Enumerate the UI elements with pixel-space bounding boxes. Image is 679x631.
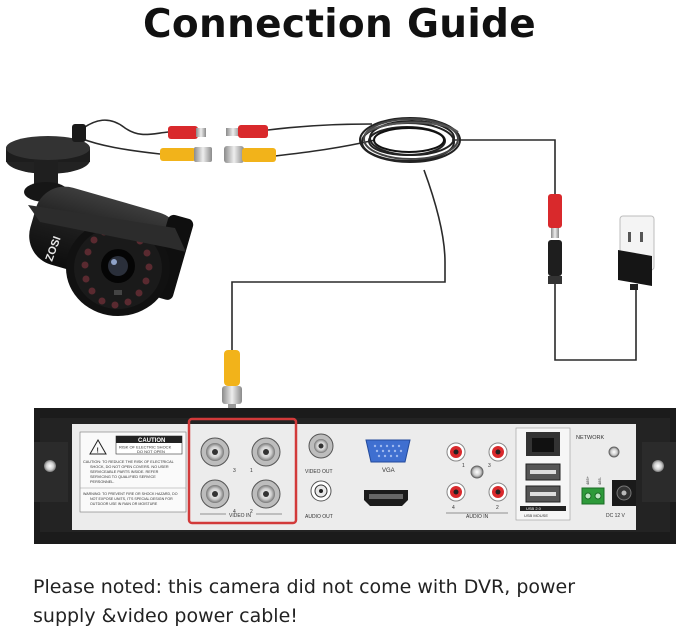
- video-in-label: VIDEO IN: [229, 513, 251, 519]
- channel-label-3: 3: [233, 468, 236, 474]
- page-title: Connection Guide: [143, 2, 536, 47]
- audio-in-port-2: [488, 482, 508, 502]
- video-in-port-2: [251, 479, 281, 509]
- power-adapter: [618, 250, 652, 290]
- channel-label-4: 4: [233, 509, 236, 515]
- camera-power-connector: [168, 126, 206, 139]
- video-out-port: [308, 433, 334, 459]
- audio-label-1: 1: [462, 463, 465, 469]
- video-out-label: VIDEO OUT: [305, 469, 333, 475]
- audio-center-screw: [470, 465, 484, 479]
- note-line-1: Please noted: this camera did not come w…: [33, 576, 576, 598]
- rs485-label-b: 485-: [597, 476, 602, 485]
- dvr-recorder: ! CAUTION RISK OF ELECTRIC SHOCK DO NOT …: [34, 408, 676, 544]
- caution-text-5: PERSONNEL.: [90, 480, 114, 484]
- hdmi-port: [364, 490, 408, 506]
- power-plug: [548, 194, 562, 284]
- audio-label-2: 2: [496, 505, 499, 511]
- ground-screw: [608, 446, 620, 458]
- channel-label-1: 1: [250, 468, 253, 474]
- warning-text-2: NOT EXPOSE UNITS, IT'S SPECIAL DESIGN FO…: [90, 497, 173, 501]
- dc-power-jack: [612, 480, 636, 506]
- bnc-plug-to-dvr: [222, 350, 242, 412]
- caution-text-4: SERVICING TO QUALIFIED SERVICE: [90, 475, 156, 479]
- caution-sub1: RISK OF ELECTRIC SHOCK: [119, 445, 172, 450]
- extension-power-plug: [226, 125, 268, 138]
- cable-to-power-plug: [452, 139, 556, 194]
- vga-port: [365, 439, 411, 463]
- network-usb-block: USB 2.0 USB MOUSE: [515, 427, 571, 521]
- audio-in-label: AUDIO IN: [466, 514, 489, 520]
- rs485-terminal: [581, 487, 605, 505]
- network-label: NETWORK: [576, 435, 604, 441]
- screw-right: [652, 460, 664, 472]
- rs485-label-a: 485+: [585, 475, 590, 485]
- screw-left: [44, 460, 56, 472]
- audio-in-port-4: [446, 482, 466, 502]
- audio-label-4: 4: [452, 505, 455, 511]
- caution-text-3: SERVICEABLE PARTS INSIDE. REFER: [90, 470, 159, 474]
- note-line-2: supply &video power cable!: [33, 605, 298, 627]
- video-in-port-3: [200, 437, 230, 467]
- camera-pigtail-cable: [77, 119, 169, 136]
- camera-video-connector: [160, 147, 212, 162]
- bullet-camera: ZOSI: [6, 124, 194, 316]
- adapter-cable: [554, 280, 637, 361]
- audio-in-port-3: [488, 442, 508, 462]
- dc-label: DC 12 V: [606, 513, 626, 519]
- camera-pigtail-cable-2: [79, 137, 161, 155]
- audio-label-3: 3: [488, 463, 491, 469]
- channel-label-2: 2: [250, 509, 253, 515]
- caution-title: CAUTION: [138, 438, 165, 444]
- usb-label-2: USB MOUSE: [524, 513, 548, 518]
- audio-in-ports: 1 3 4 2 AUDIO IN: [446, 442, 508, 520]
- audio-in-port-1: [446, 442, 466, 462]
- caution-text-1: CAUTION: TO REDUCE THE RISK OF ELECTRICA…: [83, 460, 174, 464]
- cable-coil: [359, 117, 461, 163]
- warning-text-3: OUTDOOR USE IN RAIN OR MOISTURE: [90, 502, 158, 506]
- vga-label: VGA: [382, 468, 395, 474]
- video-in-ports: 3 1 4 2 VIDEO IN: [200, 437, 282, 519]
- audio-out-label: AUDIO OUT: [305, 514, 333, 520]
- caution-label: ! CAUTION RISK OF ELECTRIC SHOCK DO NOT …: [79, 431, 187, 513]
- cables: [77, 119, 637, 361]
- svg-text:!: !: [97, 448, 99, 455]
- warning-text-1: WARNING: TO PREVENT FIRE OR SHOCK HAZARD…: [83, 492, 178, 496]
- video-in-port-4: [200, 479, 230, 509]
- video-in-highlight: [187, 417, 298, 525]
- video-in-port-1: [251, 437, 281, 467]
- extension-bnc-plug: [224, 146, 276, 163]
- usb-label-1: USB 2.0: [526, 506, 542, 511]
- cable-to-bnc-plug: [231, 169, 446, 350]
- audio-out-port: [310, 480, 332, 502]
- disclaimer-note: Please noted: this camera did not come w…: [33, 573, 673, 631]
- power-cable-from-coil: [267, 123, 373, 131]
- caution-text-2: SHOCK, DO NOT OPEN COVERS. NO USER: [90, 465, 169, 469]
- caution-sub2: DO NOT OPEN: [137, 449, 165, 454]
